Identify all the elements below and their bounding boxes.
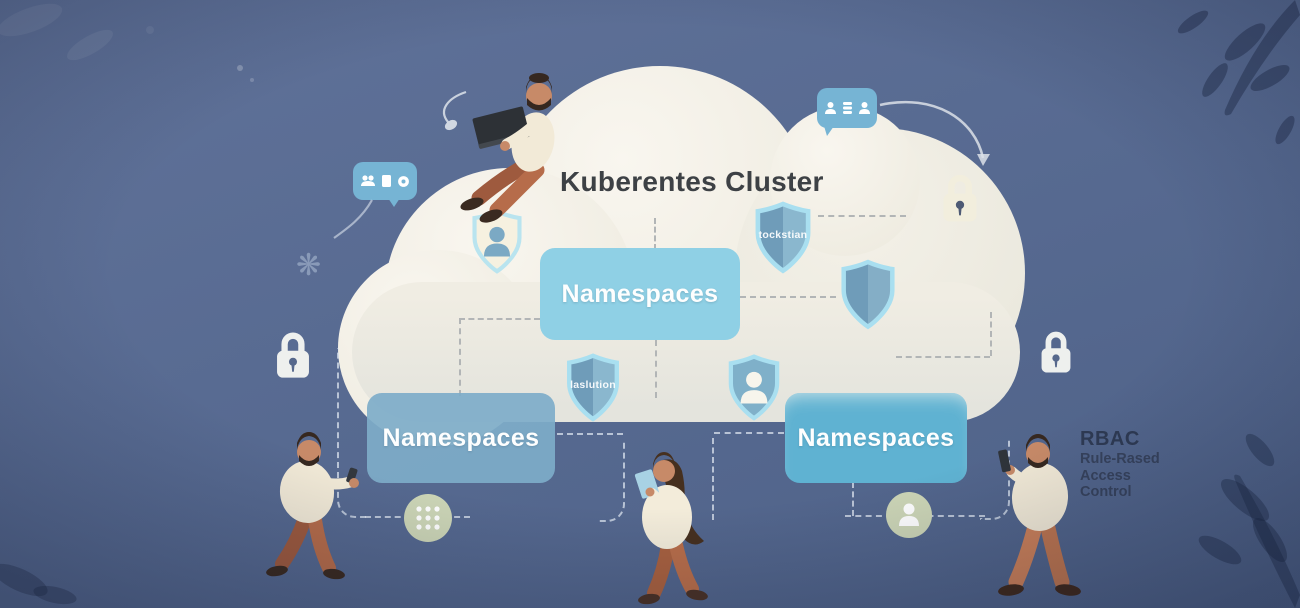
dashed-connector [459,318,461,396]
namespace-box-center: Namespaces [540,248,740,340]
padlock-icon [1041,331,1071,373]
rbac-heading: RBAC [1080,428,1140,450]
sparkle-dot [237,65,243,71]
namespace-box-left: Namespaces [367,393,555,483]
dashed-connector [557,433,623,435]
rbac-line: Rule-Rased [1080,451,1160,467]
person-walking-right [998,434,1081,596]
user-circle [886,492,932,538]
dashed-connector [980,440,1010,520]
dashed-connector [852,482,854,516]
rbac-line: Access [1080,467,1131,484]
dashed-connector [654,218,656,250]
user-shield-icon [728,354,780,421]
rbac-line: Control [1080,484,1132,500]
foliage-top-right [1177,0,1300,145]
rbac-block: RBAC Rule-Rased Access Control [1080,428,1160,501]
keypad-icon [416,506,440,530]
curved-arrow [879,100,985,159]
shield-label: tockstian [758,228,808,241]
user-shield-white [723,353,785,423]
keypad-circle [404,494,452,542]
dashed-connector [597,440,625,522]
bubble-stem-curve [333,199,373,239]
user-icon [899,503,919,526]
dashed-connector [990,312,992,356]
shield-laslution: laslution [560,352,626,424]
users-icon [361,175,375,186]
bubble-tail [388,198,400,207]
arrowhead-icon [977,154,990,166]
namespace-box-right: Namespaces [785,393,967,483]
dashed-connector [818,215,906,217]
cluster-title: Kuberentes Cluster [560,166,824,197]
person-woman-tablet [634,452,708,605]
foliage-bottom-right [1198,433,1300,608]
dashed-connector [740,296,836,298]
sparkle-dot [250,78,254,82]
padlock-icon [943,174,977,222]
shield-label: laslution [570,379,616,392]
user-icon [858,102,870,114]
bubble-tail [824,126,834,136]
gear-icon [398,175,409,187]
person-sitting-laptop [460,73,555,223]
namespace-label: Namespaces [382,423,540,452]
namespace-label: Namespaces [561,279,719,308]
card-icon [382,175,391,187]
dashed-connector [896,356,990,358]
shield-icon [841,259,895,330]
dashed-connector [459,318,540,320]
shield-tockstian: tockstian [749,200,817,276]
person-walking-left [266,432,359,580]
dashed-connector [655,340,657,398]
dashed-connector [714,432,784,434]
stack-icon [842,102,852,114]
dashed-connector [712,438,714,520]
snowflake-icon: ❋ [296,249,322,282]
padlock-icon [277,332,309,378]
foliage-bottom-left [0,563,77,605]
shield-plain [836,258,900,332]
foliage-top-left [0,3,154,61]
namespace-label: Namespaces [797,423,955,452]
user-icon [824,102,836,114]
